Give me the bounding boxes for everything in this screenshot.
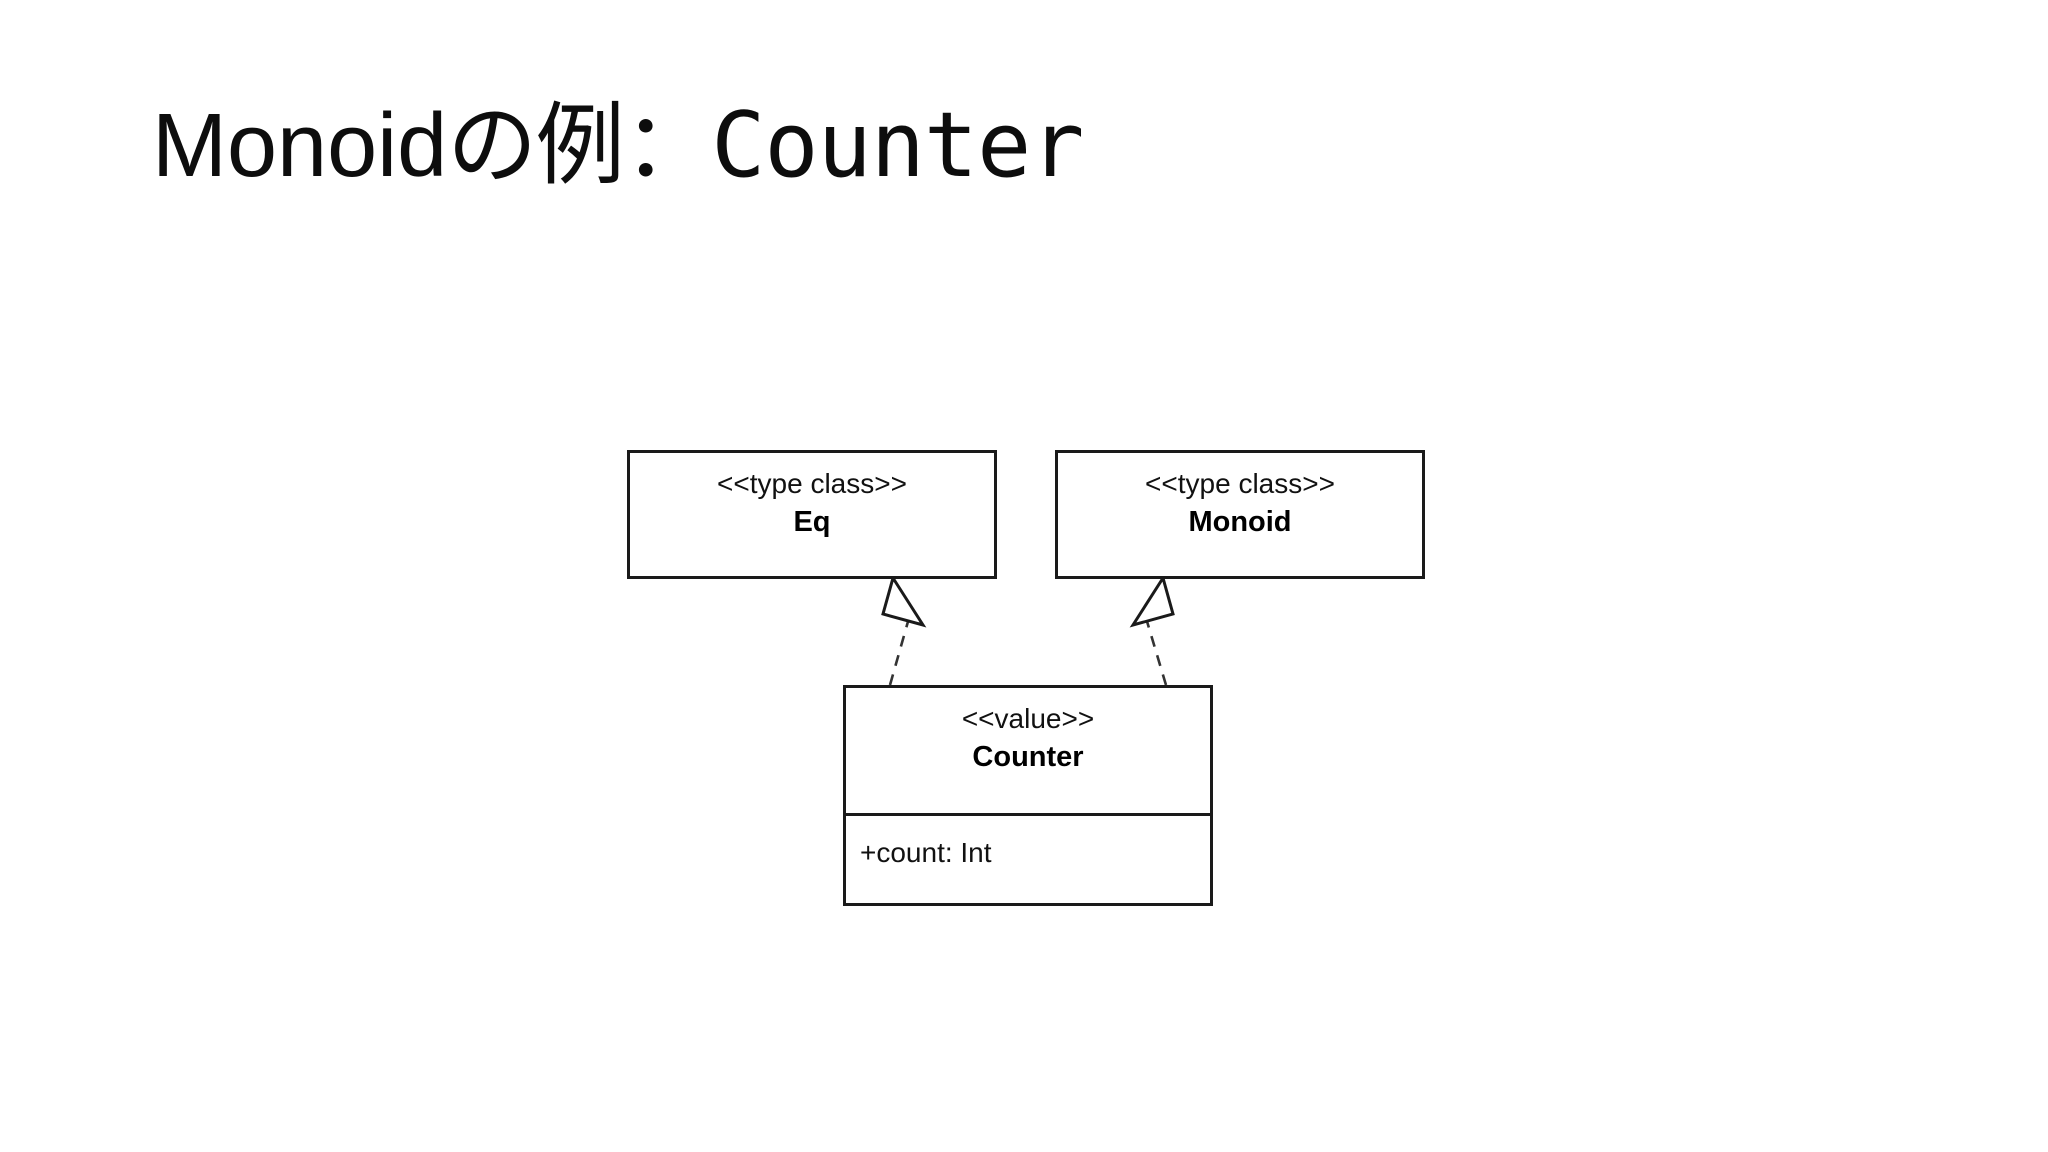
relationship-counter-realizes-eq [881, 574, 927, 686]
uml-class-header-monoid: <<type class>> Monoid [1058, 453, 1422, 542]
relationship-counter-realizes-monoid [1129, 574, 1175, 686]
uml-stereotype-eq: <<type class>> [717, 468, 907, 499]
hollow-triangle-arrowhead-monoid [1129, 574, 1175, 628]
uml-class-name-monoid: Monoid [1188, 505, 1292, 538]
title-mono-suffix: Counter [711, 93, 1084, 198]
uml-attribute-compartment: +count: Int [846, 835, 1210, 871]
title-latin-prefix: Monoid [152, 96, 448, 196]
uml-class-name-counter: Counter [972, 740, 1084, 773]
uml-class-header-counter: <<value>> Counter [846, 688, 1210, 777]
slide-title: Monoidの例：Counter [152, 93, 1084, 198]
uml-stereotype-counter: <<value>> [961, 703, 1095, 734]
uml-class-box-counter[interactable]: <<value>> Counter +count: Int [843, 685, 1213, 906]
uml-stereotype-monoid: <<type class>> [1145, 468, 1335, 499]
realization-line-monoid [1144, 617, 1168, 686]
uml-class-box-monoid[interactable]: <<type class>> Monoid [1055, 450, 1425, 579]
uml-class-name-eq: Eq [793, 505, 831, 538]
uml-compartment-divider [846, 813, 1210, 816]
hollow-triangle-arrowhead-eq [881, 574, 927, 628]
uml-attribute-count: +count: Int [860, 837, 992, 868]
title-japanese: の例 [447, 93, 625, 198]
realization-line-eq [888, 617, 911, 686]
uml-class-header-eq: <<type class>> Eq [630, 453, 994, 542]
uml-class-box-eq[interactable]: <<type class>> Eq [627, 450, 997, 579]
title-separator: ： [623, 93, 713, 198]
